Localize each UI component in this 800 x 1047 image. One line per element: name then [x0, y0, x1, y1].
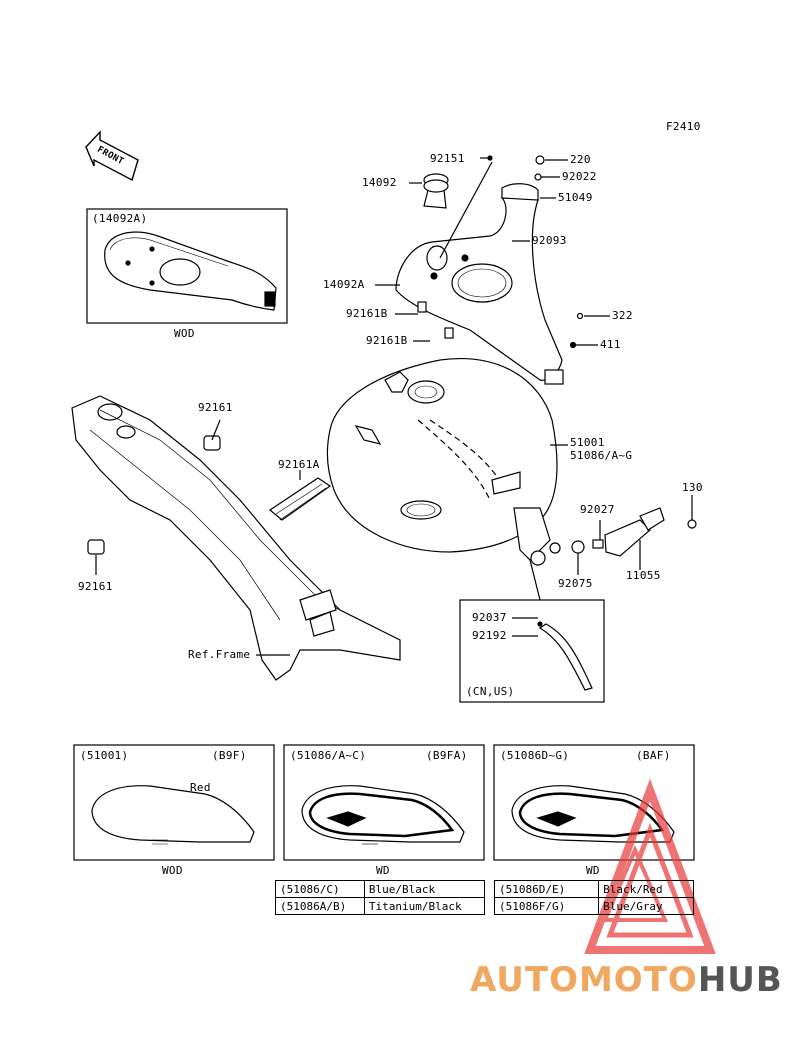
part-label-92161b-1[interactable]: 92161B — [346, 307, 388, 320]
tank-variant-51001 — [91, 785, 255, 845]
variant-1-code: (B9F) — [212, 749, 247, 762]
part-label-92161-top[interactable]: 92161 — [198, 401, 233, 414]
watermark-part1: AUTOMOTO — [470, 960, 698, 1000]
table-cell-part: (51086/C) — [275, 880, 365, 898]
color-table-right: (51086D/E) Black/Red (51086F/G) Blue/Gra… — [493, 880, 694, 915]
watermark-part2: HUB — [697, 960, 783, 1000]
part-label-51049[interactable]: 51049 — [558, 191, 593, 204]
part-label-92075[interactable]: 92075 — [558, 577, 593, 590]
part-label-14092a[interactable]: 14092A — [323, 278, 365, 291]
table-cell-color: Titanium/Black — [363, 897, 486, 915]
front-arrow-icon — [85, 130, 139, 182]
part-label-11055[interactable]: 11055 — [626, 569, 661, 582]
variant-2-part: (51086/A~C) — [290, 749, 367, 762]
table-cell-color: Blue/Black — [363, 880, 486, 898]
variant-3-part: (51086D~G) — [500, 749, 570, 762]
part-label-130[interactable]: 130 — [682, 481, 703, 494]
part-label-92192[interactable]: 92192 — [472, 629, 507, 642]
part-label-51001[interactable]: 51001 — [570, 436, 605, 449]
table-cell-part: (51086A/B) — [275, 897, 365, 915]
table-cell-part: (51086D/E) — [493, 880, 600, 898]
variant-2-caption: WD — [376, 864, 390, 877]
variant-1-part: (51001) — [80, 749, 129, 762]
table-row: (51086D/E) Black/Red — [493, 880, 694, 898]
part-label-92161a[interactable]: 92161A — [278, 458, 320, 471]
watermark: AUTOMOTOHUB — [470, 960, 783, 1000]
inset-top-caption: WOD — [174, 327, 195, 340]
table-row: (51086A/B) Titanium/Black — [275, 897, 486, 915]
part-label-322[interactable]: 322 — [612, 309, 633, 322]
variant-3-code: (BAF) — [636, 749, 671, 762]
inset-top-title: (14092A) — [92, 212, 148, 225]
figure-code: F2410 — [666, 120, 701, 133]
part-label-92037[interactable]: 92037 — [472, 611, 507, 624]
part-label-92161b-2[interactable]: 92161B — [366, 334, 408, 347]
variant-2-code: (B9FA) — [426, 749, 468, 762]
ref-frame-label: Ref.Frame — [188, 648, 251, 661]
tank-variant-51086-a-c — [301, 785, 465, 845]
variant-1-caption: WOD — [162, 864, 183, 877]
table-cell-part: (51086F/G) — [493, 897, 600, 915]
table-cell-color: Blue/Gray — [598, 897, 694, 915]
color-table-left: (51086/C) Blue/Black (51086A/B) Titanium… — [275, 880, 486, 915]
part-label-220[interactable]: 220 — [570, 153, 591, 166]
table-row: (51086F/G) Blue/Gray — [493, 897, 694, 915]
part-label-14092[interactable]: 14092 — [362, 176, 397, 189]
part-label-92022[interactable]: 92022 — [562, 170, 597, 183]
part-label-411[interactable]: 411 — [600, 338, 621, 351]
table-row: (51086/C) Blue/Black — [275, 880, 486, 898]
part-label-92151[interactable]: 92151 — [430, 152, 465, 165]
part-label-92093[interactable]: 92093 — [532, 234, 567, 247]
part-label-92161-bot[interactable]: 92161 — [78, 580, 113, 593]
variant-3-caption: WD — [586, 864, 600, 877]
variant-1-note: Red — [190, 781, 211, 794]
part-label-92027[interactable]: 92027 — [580, 503, 615, 516]
table-cell-color: Black/Red — [598, 880, 694, 898]
inset-cn-caption: (CN,US) — [466, 685, 515, 698]
part-label-51086[interactable]: 51086/A~G — [570, 449, 633, 462]
